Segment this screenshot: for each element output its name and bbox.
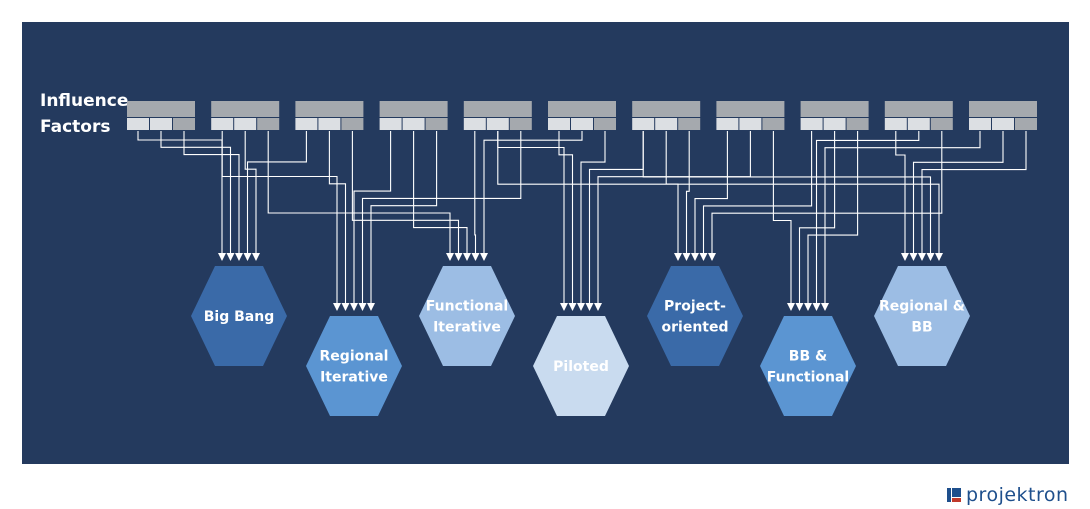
method-label: Regional & [879, 299, 965, 315]
connector-line [812, 131, 920, 311]
connector-line [267, 131, 454, 261]
method-label: Functional [426, 299, 508, 315]
connector-line [682, 131, 691, 261]
method-label: BB [911, 320, 932, 336]
connector-line [137, 131, 226, 261]
logo-text: projektron [966, 484, 1069, 506]
method-regional-bb: Regional & BB [874, 266, 970, 366]
connector-line [558, 131, 577, 311]
connector-line [243, 131, 307, 261]
connector-line [351, 131, 463, 261]
method-piloted: Piloted [533, 316, 629, 416]
connector-line [367, 131, 438, 311]
influence-factor-box [295, 101, 364, 130]
method-hexagon [419, 266, 515, 366]
connector-lines [137, 131, 1027, 311]
method-label: Big Bang [204, 309, 274, 325]
influence-factor-box [632, 101, 701, 130]
influence-factor-box [463, 101, 532, 130]
influence-factor-box [800, 101, 869, 130]
method-big-bang: Big Bang [191, 266, 287, 366]
connector-line [577, 131, 606, 311]
connector-line [691, 131, 728, 261]
connector-line [497, 131, 568, 311]
influence-factor-box [969, 101, 1037, 130]
connector-line [497, 131, 943, 261]
method-hexagon [760, 316, 856, 416]
influence-factor-box [211, 101, 280, 130]
title-line-1: Influence [40, 91, 128, 111]
connector-line [221, 131, 341, 311]
connector-line [160, 131, 235, 261]
connector-line [480, 131, 583, 261]
connector-line [804, 131, 859, 311]
method-label: Iterative [320, 370, 388, 386]
connector-line [183, 131, 243, 261]
connector-line [350, 131, 392, 311]
method-label: Project- [664, 299, 726, 315]
connector-line [821, 131, 981, 311]
method-label: Functional [767, 370, 849, 386]
connector-line [471, 131, 480, 261]
influence-factor-box [884, 101, 953, 130]
connector-line [642, 131, 935, 261]
method-project-oriented: Project-oriented [647, 266, 743, 366]
connector-line [699, 131, 813, 261]
method-hexagon [191, 266, 287, 366]
connector-line [413, 131, 471, 261]
connector-line [772, 131, 795, 311]
influence-factor-box [379, 101, 448, 130]
title-line-2: Factors [40, 117, 110, 137]
method-label: Piloted [553, 359, 609, 375]
influence-factor-box [127, 101, 195, 130]
method-label: BB & [789, 349, 827, 365]
connector-line [918, 131, 1027, 261]
connector-line [665, 131, 682, 261]
method-hexagon [306, 316, 402, 416]
connector-line [895, 131, 909, 261]
influence-factor-box [548, 101, 616, 130]
factor-row [127, 101, 1037, 130]
method-label: oriented [662, 320, 729, 336]
projektron-logo: projektron [947, 483, 1069, 507]
influence-factor-box [716, 101, 785, 130]
projektron-logo-icon [947, 488, 961, 502]
connector-line [244, 131, 260, 261]
method-label: Iterative [433, 320, 501, 336]
connector-line [708, 131, 943, 261]
method-hexagon [647, 266, 743, 366]
method-hexagon [533, 316, 629, 416]
connector-line [909, 131, 1004, 261]
connector-line [328, 131, 350, 311]
connector-line [358, 131, 522, 311]
method-hexagons: Big BangRegionalIterativeFunctionalItera… [191, 266, 970, 416]
method-label: Regional [320, 349, 389, 365]
method-hexagon [874, 266, 970, 366]
method-bb-functional: BB & Functional [760, 316, 856, 416]
